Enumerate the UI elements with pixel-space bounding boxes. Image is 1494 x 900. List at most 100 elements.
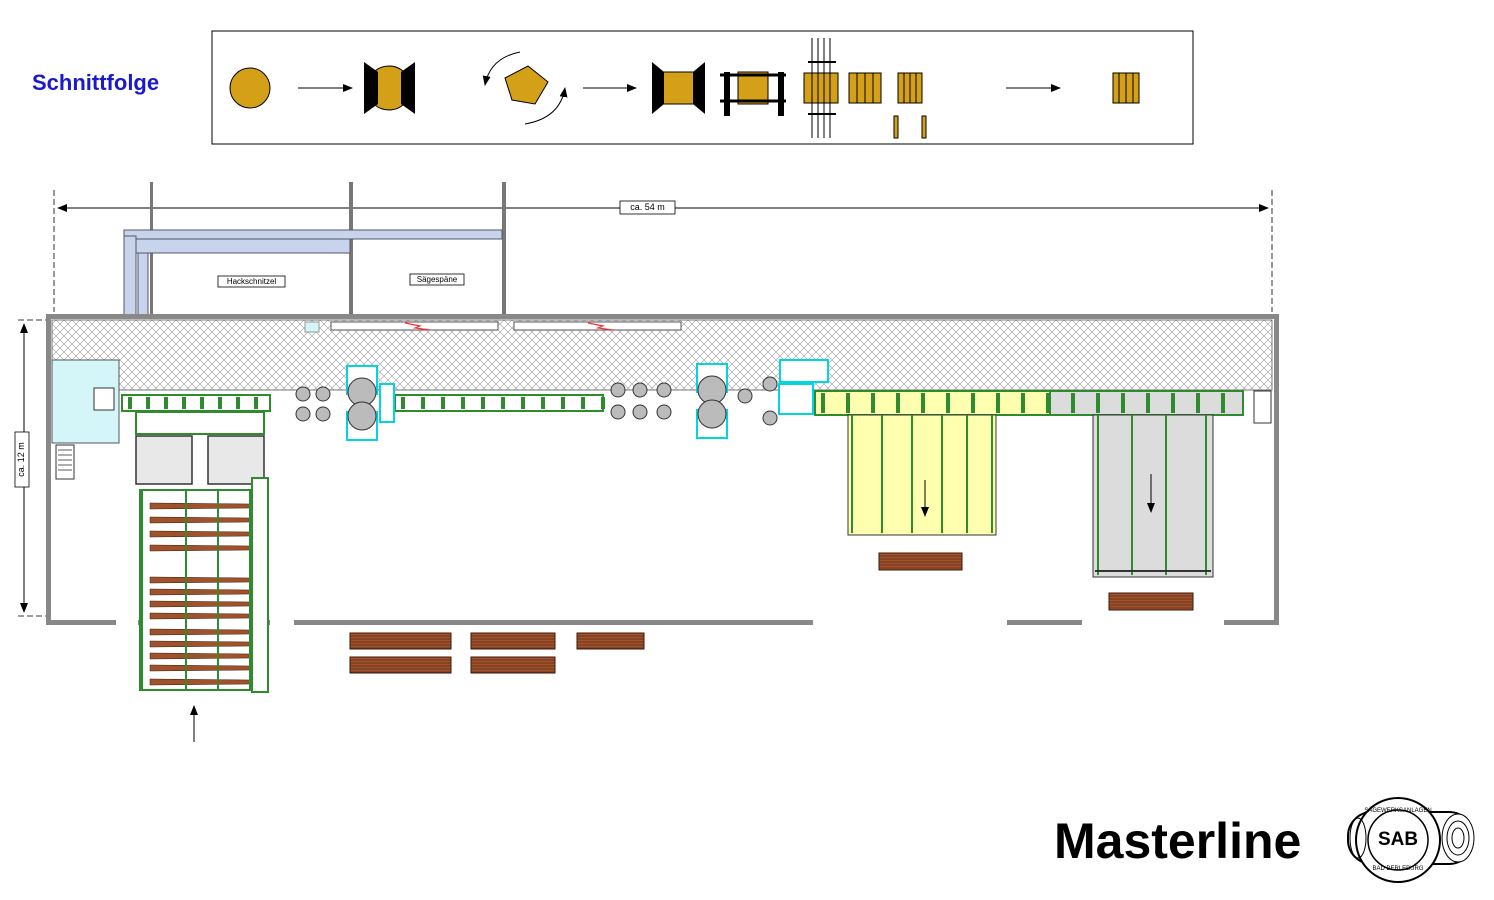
- log-chipped-sides-icon: [364, 62, 415, 114]
- conveyor-roller: [1196, 393, 1200, 413]
- chipper-canter-2: [696, 363, 728, 439]
- log: [149, 600, 251, 608]
- conveyor-roller: [541, 397, 545, 409]
- board-pile: [470, 656, 556, 674]
- conveyor-roller: [1121, 393, 1125, 413]
- board-pile: [878, 552, 963, 571]
- board-pile: [470, 632, 556, 650]
- conveyor-roller: [1071, 393, 1075, 413]
- sab-logo: [1347, 797, 1475, 883]
- conveyor-roller: [164, 397, 168, 409]
- conveyor-roller: [1146, 393, 1150, 413]
- bin-sawdust-label: Sägespäne: [416, 275, 458, 284]
- conveyor-roller: [521, 397, 525, 409]
- board-pile: [349, 632, 452, 650]
- board-piles: [349, 552, 1194, 674]
- log: [149, 544, 251, 552]
- board-pile: [1108, 592, 1194, 611]
- conveyor-roller: [1171, 393, 1175, 413]
- width-label: ca. 12 m: [16, 442, 26, 477]
- log: [149, 640, 251, 648]
- log: [149, 612, 251, 620]
- sorting-area-1: [847, 414, 997, 536]
- cant-chipped-icon: [652, 62, 705, 114]
- conveyor-roller: [896, 393, 900, 413]
- press-roller: [295, 386, 311, 402]
- edger-unit: [778, 359, 829, 415]
- conveyor-roller: [236, 397, 240, 409]
- press-roller: [610, 404, 626, 420]
- conveyor-roller: [481, 397, 485, 409]
- bin-chips-label: Hackschnitzel: [226, 277, 277, 286]
- press-roller: [632, 382, 648, 398]
- conveyor-roller: [846, 393, 850, 413]
- logo-center-text: SAB: [1377, 829, 1419, 850]
- press-roller: [315, 406, 331, 422]
- conveyor-roller: [561, 397, 565, 409]
- conveyor-roller: [200, 397, 204, 409]
- conveyor-roller: [996, 393, 1000, 413]
- sorting-area-2: [1092, 414, 1214, 578]
- conveyor-roller: [581, 397, 585, 409]
- press-roller: [762, 410, 778, 426]
- conveyor-roller: [601, 397, 605, 409]
- board-pile: [576, 632, 645, 650]
- final-boards-icon: [1112, 72, 1140, 104]
- cant-side-boards-icon: [720, 71, 786, 116]
- width-dimension: [14, 319, 46, 617]
- conveyor-roller: [501, 397, 505, 409]
- logo-ring-top: SÄGEWERKSANLAGEN: [1364, 808, 1432, 814]
- log: [149, 576, 251, 584]
- conveyor-roller: [821, 393, 825, 413]
- round-log-icon: [229, 67, 271, 109]
- log: [149, 628, 251, 636]
- conveyor-roller: [871, 393, 875, 413]
- log: [149, 678, 251, 686]
- log: [149, 652, 251, 660]
- building-outline: [46, 314, 1279, 625]
- conveyor-roller: [421, 397, 425, 409]
- log: [149, 530, 251, 538]
- press-roller: [762, 376, 778, 392]
- gang-saw-cut-icon: [803, 38, 839, 138]
- conveyor-roller: [921, 393, 925, 413]
- product-name: Masterline: [1054, 813, 1302, 869]
- boards-stack-icon: [848, 72, 927, 139]
- board-pile: [349, 656, 452, 674]
- log: [149, 588, 251, 596]
- conveyor-roller: [1021, 393, 1025, 413]
- press-roller: [295, 406, 311, 422]
- conveyor-roller: [128, 397, 132, 409]
- conveyor-roller: [1046, 393, 1050, 413]
- storage-bins: [123, 182, 506, 318]
- length-label: ca. 54 m: [630, 202, 665, 212]
- log: [149, 664, 251, 672]
- log-deck-logs: [149, 502, 251, 686]
- cutting-sequence-title: Schnittfolge: [32, 70, 160, 95]
- press-roller: [656, 382, 672, 398]
- conveyor-roller: [218, 397, 222, 409]
- log: [149, 516, 251, 524]
- cant-rotation-icon: [482, 51, 568, 125]
- conveyor-roller: [461, 397, 465, 409]
- log: [149, 502, 251, 510]
- length-dimension: [53, 190, 1273, 312]
- chip-conveyor-channel: [51, 319, 1273, 391]
- cutting-sequence-panel: [211, 30, 1194, 145]
- conveyor-roller: [441, 397, 445, 409]
- logo-ring-bottom: BAD BERLEBURG: [1372, 866, 1424, 872]
- press-roller: [656, 404, 672, 420]
- press-roller: [737, 388, 753, 404]
- sorting-chains-2: [1095, 415, 1211, 575]
- conveyor-roller: [1096, 393, 1100, 413]
- conveyor-roller: [971, 393, 975, 413]
- chipper-canter-1: [346, 365, 395, 441]
- conveyor-roller: [182, 397, 186, 409]
- conveyor-roller: [401, 397, 405, 409]
- press-roller: [632, 404, 648, 420]
- press-roller: [315, 386, 331, 402]
- conveyor-roller: [1221, 393, 1225, 413]
- log-deck-chains: [141, 490, 251, 690]
